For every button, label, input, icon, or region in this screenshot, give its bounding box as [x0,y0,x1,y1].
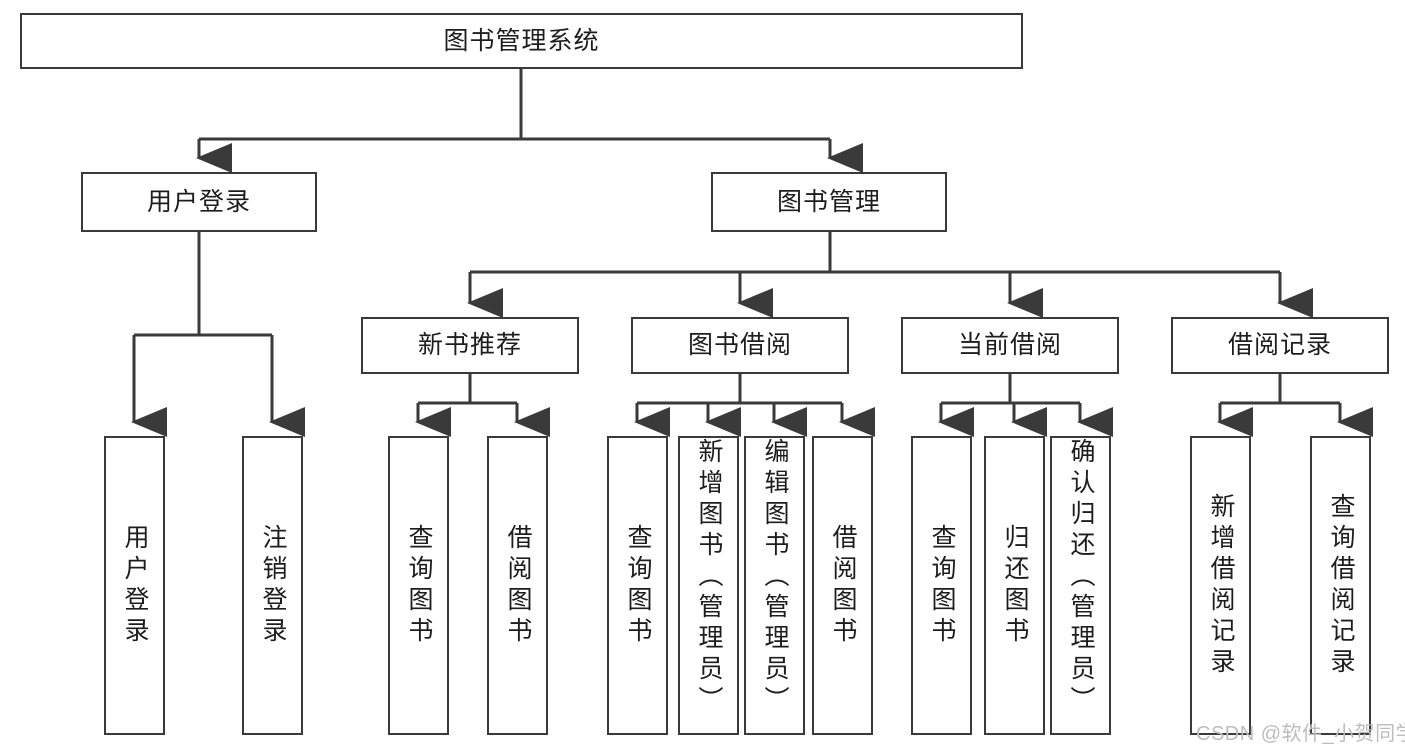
leaf-confirm-return-admin-label: 确认归还（管理员） [1067,438,1095,717]
leaf-borrow-book[interactable]: 借阅图书 [812,436,873,735]
node-book-borrow-label: 图书借阅 [687,331,792,360]
node-borrow-record[interactable]: 借阅记录 [1171,317,1389,374]
leaf-query-book-recommend[interactable]: 查询图书 [388,436,449,735]
node-current-borrow[interactable]: 当前借阅 [901,317,1119,374]
node-root-label: 图书管理系统 [443,26,600,55]
leaf-confirm-return-admin[interactable]: 确认归还（管理员） [1050,436,1111,735]
leaf-query-borrow-record[interactable]: 查询借阅记录 [1310,436,1371,735]
node-user-login[interactable]: 用户登录 [81,172,317,232]
leaf-edit-book-admin-label: 编辑图书（管理员） [761,438,789,717]
leaf-add-borrow-record-label: 新增借阅记录 [1207,492,1235,679]
leaf-borrow-book-label: 借阅图书 [829,523,857,648]
node-book-borrow[interactable]: 图书借阅 [631,317,849,374]
leaf-user-login[interactable]: 用户登录 [104,436,165,735]
leaf-query-book-recommend-label: 查询图书 [405,523,433,648]
leaf-query-borrow-record-label: 查询借阅记录 [1327,492,1355,679]
leaf-return-book-label: 归还图书 [1001,523,1029,648]
leaf-add-borrow-record[interactable]: 新增借阅记录 [1190,436,1251,735]
leaf-add-book-admin[interactable]: 新增图书（管理员） [678,436,739,735]
leaf-borrow-book-recommend-label: 借阅图书 [504,523,532,648]
watermark-text: CSDN @软件_小贺同学 [1196,723,1405,745]
leaf-query-book-borrow[interactable]: 查询图书 [607,436,668,735]
node-current-borrow-label: 当前借阅 [957,331,1062,360]
leaf-query-book-current-label: 查询图书 [928,523,956,648]
node-new-book-recommend[interactable]: 新书推荐 [361,317,579,374]
leaf-query-book-borrow-label: 查询图书 [624,523,652,648]
leaf-logout[interactable]: 注销登录 [242,436,303,735]
leaf-user-login-label: 用户登录 [121,523,149,648]
leaf-add-book-admin-label: 新增图书（管理员） [695,438,723,717]
node-book-management[interactable]: 图书管理 [711,172,947,232]
node-book-management-label: 图书管理 [776,187,881,216]
node-root[interactable]: 图书管理系统 [20,13,1023,69]
leaf-edit-book-admin[interactable]: 编辑图书（管理员） [744,436,805,735]
leaf-query-book-current[interactable]: 查询图书 [911,436,972,735]
node-borrow-record-label: 借阅记录 [1227,331,1332,360]
node-new-book-recommend-label: 新书推荐 [417,331,522,360]
leaf-return-book[interactable]: 归还图书 [984,436,1045,735]
leaf-borrow-book-recommend[interactable]: 借阅图书 [487,436,548,735]
node-user-login-label: 用户登录 [146,187,251,216]
leaf-logout-label: 注销登录 [259,523,287,648]
